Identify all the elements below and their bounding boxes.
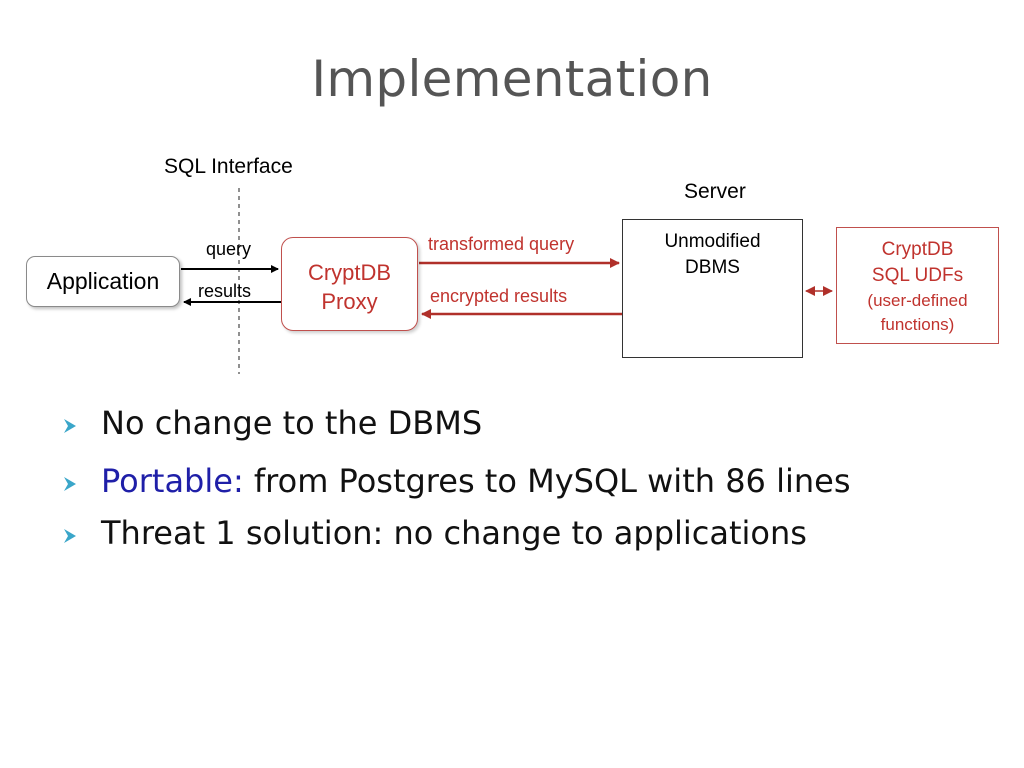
bullet-text: Threat 1 solution: no change to applicat… [101,514,807,552]
bullet-arrow-icon [64,419,76,433]
dbms-label-line1: Unmodified [664,231,761,252]
sql-udfs-box: CryptDB SQL UDFs (user-defined functions… [836,227,999,344]
application-box: Application [26,256,180,307]
dbms-server-box: Unmodified DBMS [622,219,803,358]
bullet-text-rest: from Postgres to MySQL with 86 lines [243,462,851,500]
results-label: results [198,281,252,301]
server-label: Server [684,180,746,203]
portable-highlight: Portable: [101,462,244,500]
bullet-text: No change to the DBMS [101,404,483,442]
query-label: query [206,239,252,259]
architecture-diagram: SQL Interface Server Application query r… [26,155,999,374]
application-label: Application [46,268,160,294]
sql-interface-label: SQL Interface [164,155,293,178]
dbms-label-line2: DBMS [685,257,740,278]
cryptdb-proxy-box: CryptDB Proxy [281,237,418,331]
slide-title: Implementation [311,50,713,108]
udf-label-line2: SQL UDFs [871,265,964,286]
bullet-arrow-icon [64,477,76,491]
transformed-query-label: transformed query [428,234,575,254]
udf-label-line4: functions) [880,315,955,334]
bullet-text: Portable: from Postgres to MySQL with 86… [101,462,851,500]
udf-label-line1: CryptDB [881,239,954,260]
proxy-label-line2: Proxy [321,289,378,314]
proxy-label-line1: CryptDB [307,260,392,285]
bullet-arrow-icon [64,529,76,543]
udf-label-line3: (user-defined [867,291,968,310]
encrypted-results-label: encrypted results [430,286,568,306]
